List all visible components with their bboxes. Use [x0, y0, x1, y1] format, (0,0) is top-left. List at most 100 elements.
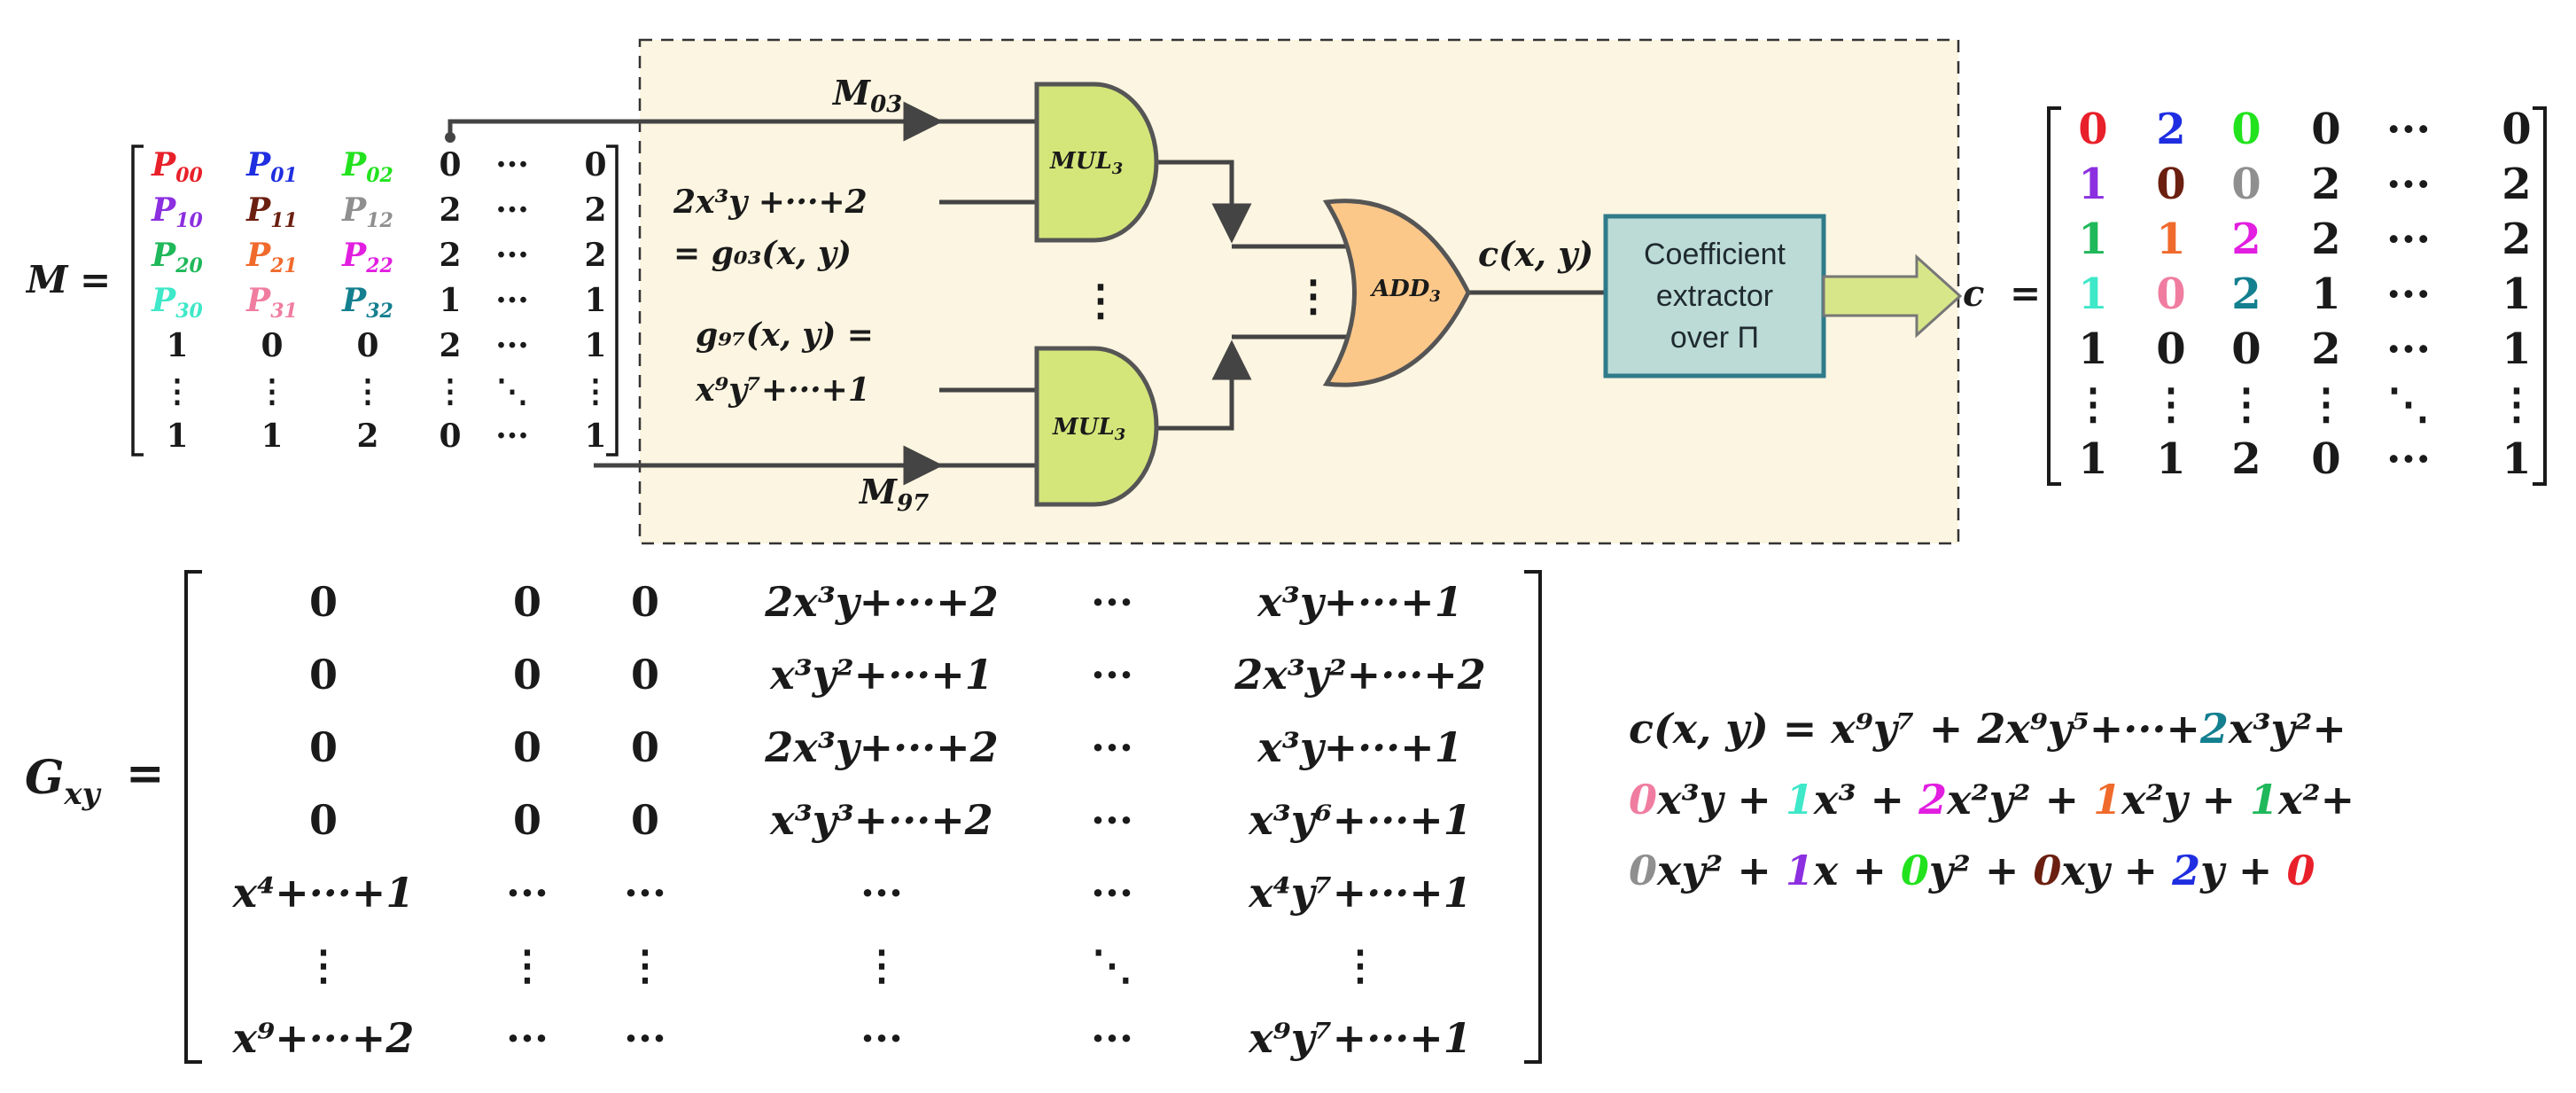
matrix-m-cell-5-1: ⋮: [256, 372, 288, 410]
matrix-m-cell-6-0: 1: [166, 418, 188, 455]
matrix-c-cell-1-1: 0: [2156, 160, 2185, 209]
matrix-m-cell-1-3: 2: [439, 191, 461, 229]
polynomial-term-2-8: 2: [2171, 847, 2200, 894]
matrix-m-cell-6-1: 1: [261, 418, 283, 455]
matrix-g-cell-6-4: ···: [1091, 1014, 1133, 1062]
matrix-m-cell-5-0: ⋮: [161, 372, 193, 410]
matrix-c-cell-0-4: ···: [2386, 105, 2431, 154]
matrix-c-cell-4-5: 1: [2502, 324, 2531, 374]
matrix-c-cell-3-2: 2: [2231, 269, 2261, 319]
matrix-m-cell-3-4: ···: [495, 282, 529, 319]
matrix-c-cell-0-3: 0: [2311, 105, 2340, 154]
cxy-label: c(x, y): [1478, 234, 1593, 274]
wire-mul2-out: [1156, 340, 1252, 431]
circuit-wires: [447, 101, 1606, 486]
matrix-m-cell-3-0: P30: [151, 282, 203, 323]
polynomial-term-2-4: 0: [1901, 847, 1929, 894]
matrix-g-cell-0-4: ···: [1091, 578, 1133, 626]
matrix-m-cell-5-2: ⋮: [352, 372, 384, 410]
matrix-g-cell-0-0: 0: [309, 578, 338, 626]
matrix-g-cell-3-4: ···: [1091, 796, 1133, 844]
matrix-g-cell-2-4: ···: [1091, 723, 1133, 771]
matrix-m-right-bracket: [606, 144, 619, 457]
matrix-c-equals: =: [2010, 271, 2041, 315]
matrix-m-cell-0-3: 0: [439, 146, 461, 183]
matrix-m-equals: =: [80, 258, 111, 301]
polynomial-term-2-7: xy +: [2060, 847, 2172, 894]
matrix-m-cell-2-4: ···: [495, 237, 529, 274]
polynomial-term-1-1: x³y +: [1656, 776, 1786, 824]
g03-line2: = g₀₃(x, y): [673, 235, 852, 272]
matrix-m-cell-4-0: 1: [166, 327, 188, 364]
matrix-g-cell-2-0: 0: [309, 723, 338, 771]
polynomial-term-1-9: x²+: [2277, 776, 2354, 824]
matrix-g-cell-5-4: ⋱: [1092, 941, 1132, 989]
mul-gate-2: MUL3: [1034, 346, 1159, 507]
matrix-g-cell-0-2: 0: [631, 578, 659, 626]
polynomial-term-1-6: 1: [2093, 776, 2121, 824]
matrix-c-cell-2-3: 2: [2311, 215, 2340, 264]
matrix-g-cell-3-0: 0: [309, 796, 338, 844]
matrix-m-cell-4-5: 1: [584, 327, 606, 364]
matrix-c-cell-6-2: 2: [2231, 434, 2261, 484]
polynomial-term-2-3: x +: [1813, 847, 1901, 894]
matrix-m-cell-6-5: 1: [584, 418, 606, 455]
matrix-m-cell-1-1: P11: [245, 191, 298, 232]
matrix-m-cell-3-1: P31: [245, 282, 298, 323]
matrix-g-cell-3-1: 0: [513, 796, 541, 844]
polynomial-term-2-0: 0: [1629, 847, 1657, 894]
matrix-g-left-bracket: [184, 570, 202, 1064]
matrix-c-cell-4-2: 0: [2231, 324, 2261, 374]
matrix-c-lhs: c: [1963, 273, 1984, 315]
add-gate: ADD3: [1322, 199, 1471, 387]
polynomial-term-2-6: 0: [2033, 847, 2061, 894]
matrix-c-cell-1-5: 2: [2502, 160, 2531, 209]
matrix-g-cell-0-5: x³y+···+1: [1257, 578, 1462, 626]
matrix-m-cell-2-5: 2: [584, 237, 606, 274]
matrix-c-cell-0-5: 0: [2502, 105, 2531, 154]
matrix-m-cell-4-1: 0: [261, 327, 283, 364]
matrix-m-cell-3-5: 1: [584, 282, 606, 319]
matrix-g-cell-6-2: ···: [624, 1014, 666, 1062]
matrix-m-cell-1-0: P10: [151, 191, 203, 232]
matrix-c-cell-1-2: 0: [2231, 160, 2261, 209]
matrix-c-cell-1-0: 1: [2078, 160, 2107, 209]
matrix-g-cell-4-4: ···: [1091, 869, 1133, 917]
matrix-c-cell-0-0: 0: [2078, 105, 2107, 154]
matrix-g-cell-1-3: x³y²+···+1: [769, 651, 993, 699]
matrix-m-cell-1-4: ···: [495, 191, 529, 229]
matrix-m-cell-0-4: ···: [495, 146, 529, 183]
matrix-c-cell-6-1: 1: [2156, 434, 2185, 484]
matrix-c-cell-3-1: 0: [2156, 269, 2185, 319]
polynomial-term-1-7: x²y +: [2121, 776, 2250, 824]
polynomial-term-1-4: 2: [1918, 776, 1947, 824]
matrix-g-cell-4-3: ···: [860, 869, 903, 917]
matrix-m-cell-4-3: 2: [439, 327, 461, 364]
matrix-g-cell-4-1: ···: [506, 869, 549, 917]
matrix-m-cell-3-3: 1: [439, 282, 461, 319]
polynomial-term-0-1: 2: [2199, 705, 2229, 753]
matrix-g-cell-2-3: 2x³y+···+2: [764, 723, 998, 771]
matrix-g-cell-5-3: ⋮: [861, 941, 902, 989]
polynomial-line-2: 0xy² + 1x + 0y² + 0xy + 2y + 0: [1629, 847, 2315, 894]
matrix-c-cell-2-4: ···: [2386, 215, 2431, 264]
matrix-m-cell-6-3: 0: [439, 418, 461, 455]
mul-gate-1: MUL3: [1034, 82, 1159, 243]
matrix-m-cell-2-0: P20: [151, 237, 203, 277]
output-arrow: [1822, 254, 1963, 339]
matrix-m-cell-5-5: ⋮: [580, 372, 611, 410]
matrix-c-cell-5-2: ⋮: [2225, 379, 2268, 429]
polynomial-cxy: c(x, y) = x⁹y⁷ + 2x⁹y⁵+···+2x³y²+0x³y + …: [1629, 705, 2354, 894]
m03-label: M03: [831, 73, 902, 118]
add-vdots: ⋮: [1292, 271, 1335, 321]
matrix-g-cell-4-2: ···: [624, 869, 666, 917]
matrix-g-cell-0-3: 2x³y+···+2: [764, 578, 998, 626]
mul-gate-1-label: MUL3: [1049, 148, 1123, 178]
extractor-box: [1603, 214, 1826, 379]
matrix-g-cell-2-2: 0: [631, 723, 659, 771]
matrix-g-cell-1-2: 0: [631, 651, 659, 699]
matrix-c-cell-3-3: 1: [2311, 269, 2340, 319]
matrix-m-lhs: M: [25, 258, 69, 301]
